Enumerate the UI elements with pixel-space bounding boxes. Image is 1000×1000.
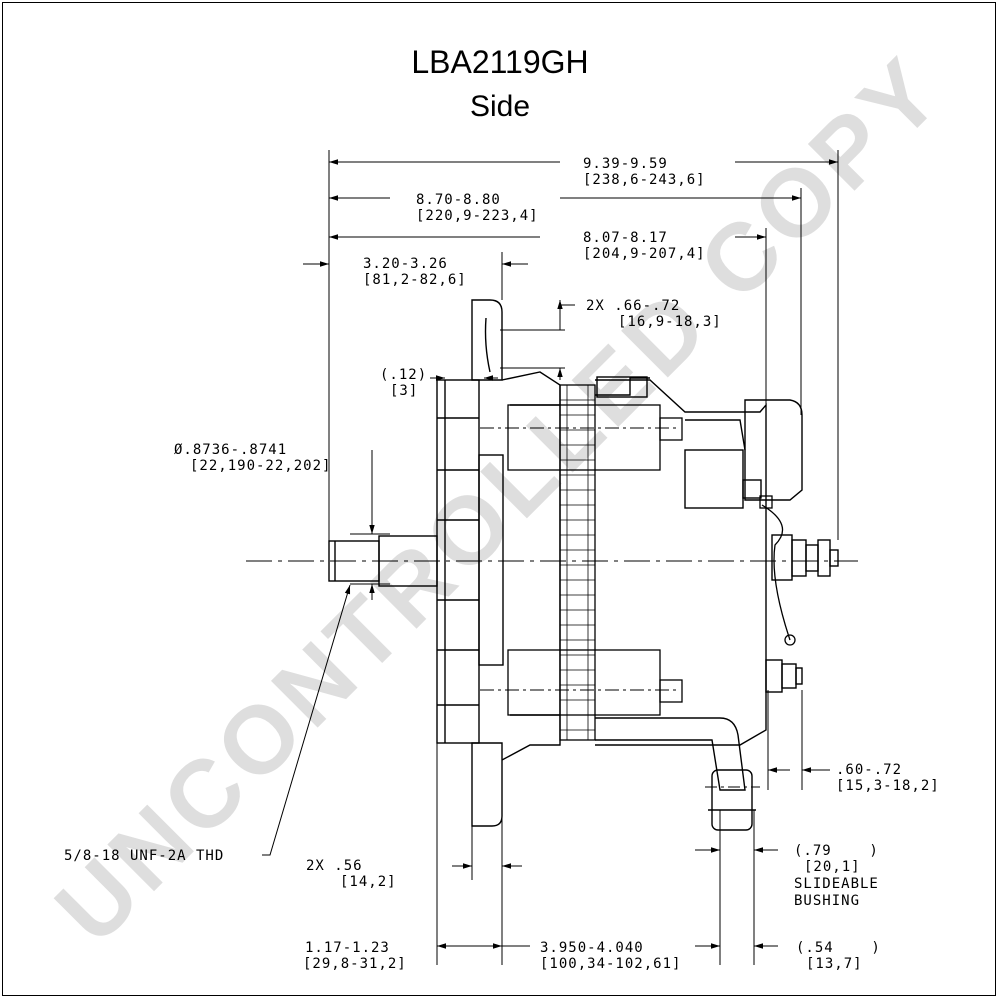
shaft-diameter-metric: [22,190-22,202] — [190, 458, 332, 474]
regulator — [684, 399, 803, 509]
part-number-title: LBA2119GH — [411, 44, 589, 80]
battery-terminal — [771, 534, 839, 581]
terminal-offset-dim: .60-.72 — [836, 762, 903, 778]
indicator-wire — [759, 495, 796, 646]
mount-span-dim: 3.950-4.040 — [540, 940, 644, 956]
bushing-metric: [20,1] — [804, 859, 861, 875]
through-bolts — [480, 404, 683, 716]
rear-mount-dim: (.54 ) — [796, 940, 881, 956]
dimension-lines — [262, 159, 838, 949]
pulley-face-dim: 3.20-3.26 — [363, 256, 448, 272]
stator — [559, 384, 596, 741]
front-housing — [501, 371, 561, 761]
front-mount-ear — [471, 299, 503, 827]
mount-span-metric: [100,34-102,61] — [540, 956, 682, 972]
fan-gap-metric: [3] — [390, 383, 419, 399]
fan-gap-dim: (.12) — [380, 367, 428, 383]
front-mount-metric: [29,8-31,2] — [303, 956, 407, 972]
mount-ear-metric: [16,9-18,3] — [618, 314, 722, 330]
ear-width-dim: 2X .56 — [306, 858, 363, 874]
housing-length-metric: [204,9-207,4] — [583, 246, 706, 262]
view-label: Side — [469, 90, 531, 123]
mount-ear-dim: 2X .66-.72 — [586, 298, 681, 314]
ear-width-metric: [14,2] — [340, 874, 397, 890]
ground-terminal — [765, 659, 803, 693]
shaft-diameter-dim: Ø.8736-.8741 — [174, 442, 288, 458]
fan-pulley — [436, 379, 504, 744]
bushing-note-bushing: BUSHING — [794, 893, 861, 909]
pulley-face-metric: [81,2-82,6] — [363, 272, 467, 288]
overall-length-dim: 9.39-9.59 — [583, 156, 668, 172]
rear-housing — [595, 376, 767, 746]
terminal-length-metric: [220,9-223,4] — [416, 208, 539, 224]
terminal-offset-metric: [15,3-18,2] — [836, 778, 940, 794]
front-mount-dim: 1.17-1.23 — [305, 940, 390, 956]
rear-mount-metric: [13,7] — [806, 956, 863, 972]
thread-callout: 5/8-18 UNF-2A THD — [64, 848, 225, 864]
rear-mount-foot — [595, 717, 760, 831]
bushing-dim: (.79 ) — [794, 843, 879, 859]
bushing-note-slideable: SLIDEABLE — [794, 876, 879, 892]
terminal-length-dim: 8.70-8.80 — [416, 192, 501, 208]
overall-length-metric: [238,6-243,6] — [583, 172, 706, 188]
housing-length-dim: 8.07-8.17 — [583, 230, 668, 246]
